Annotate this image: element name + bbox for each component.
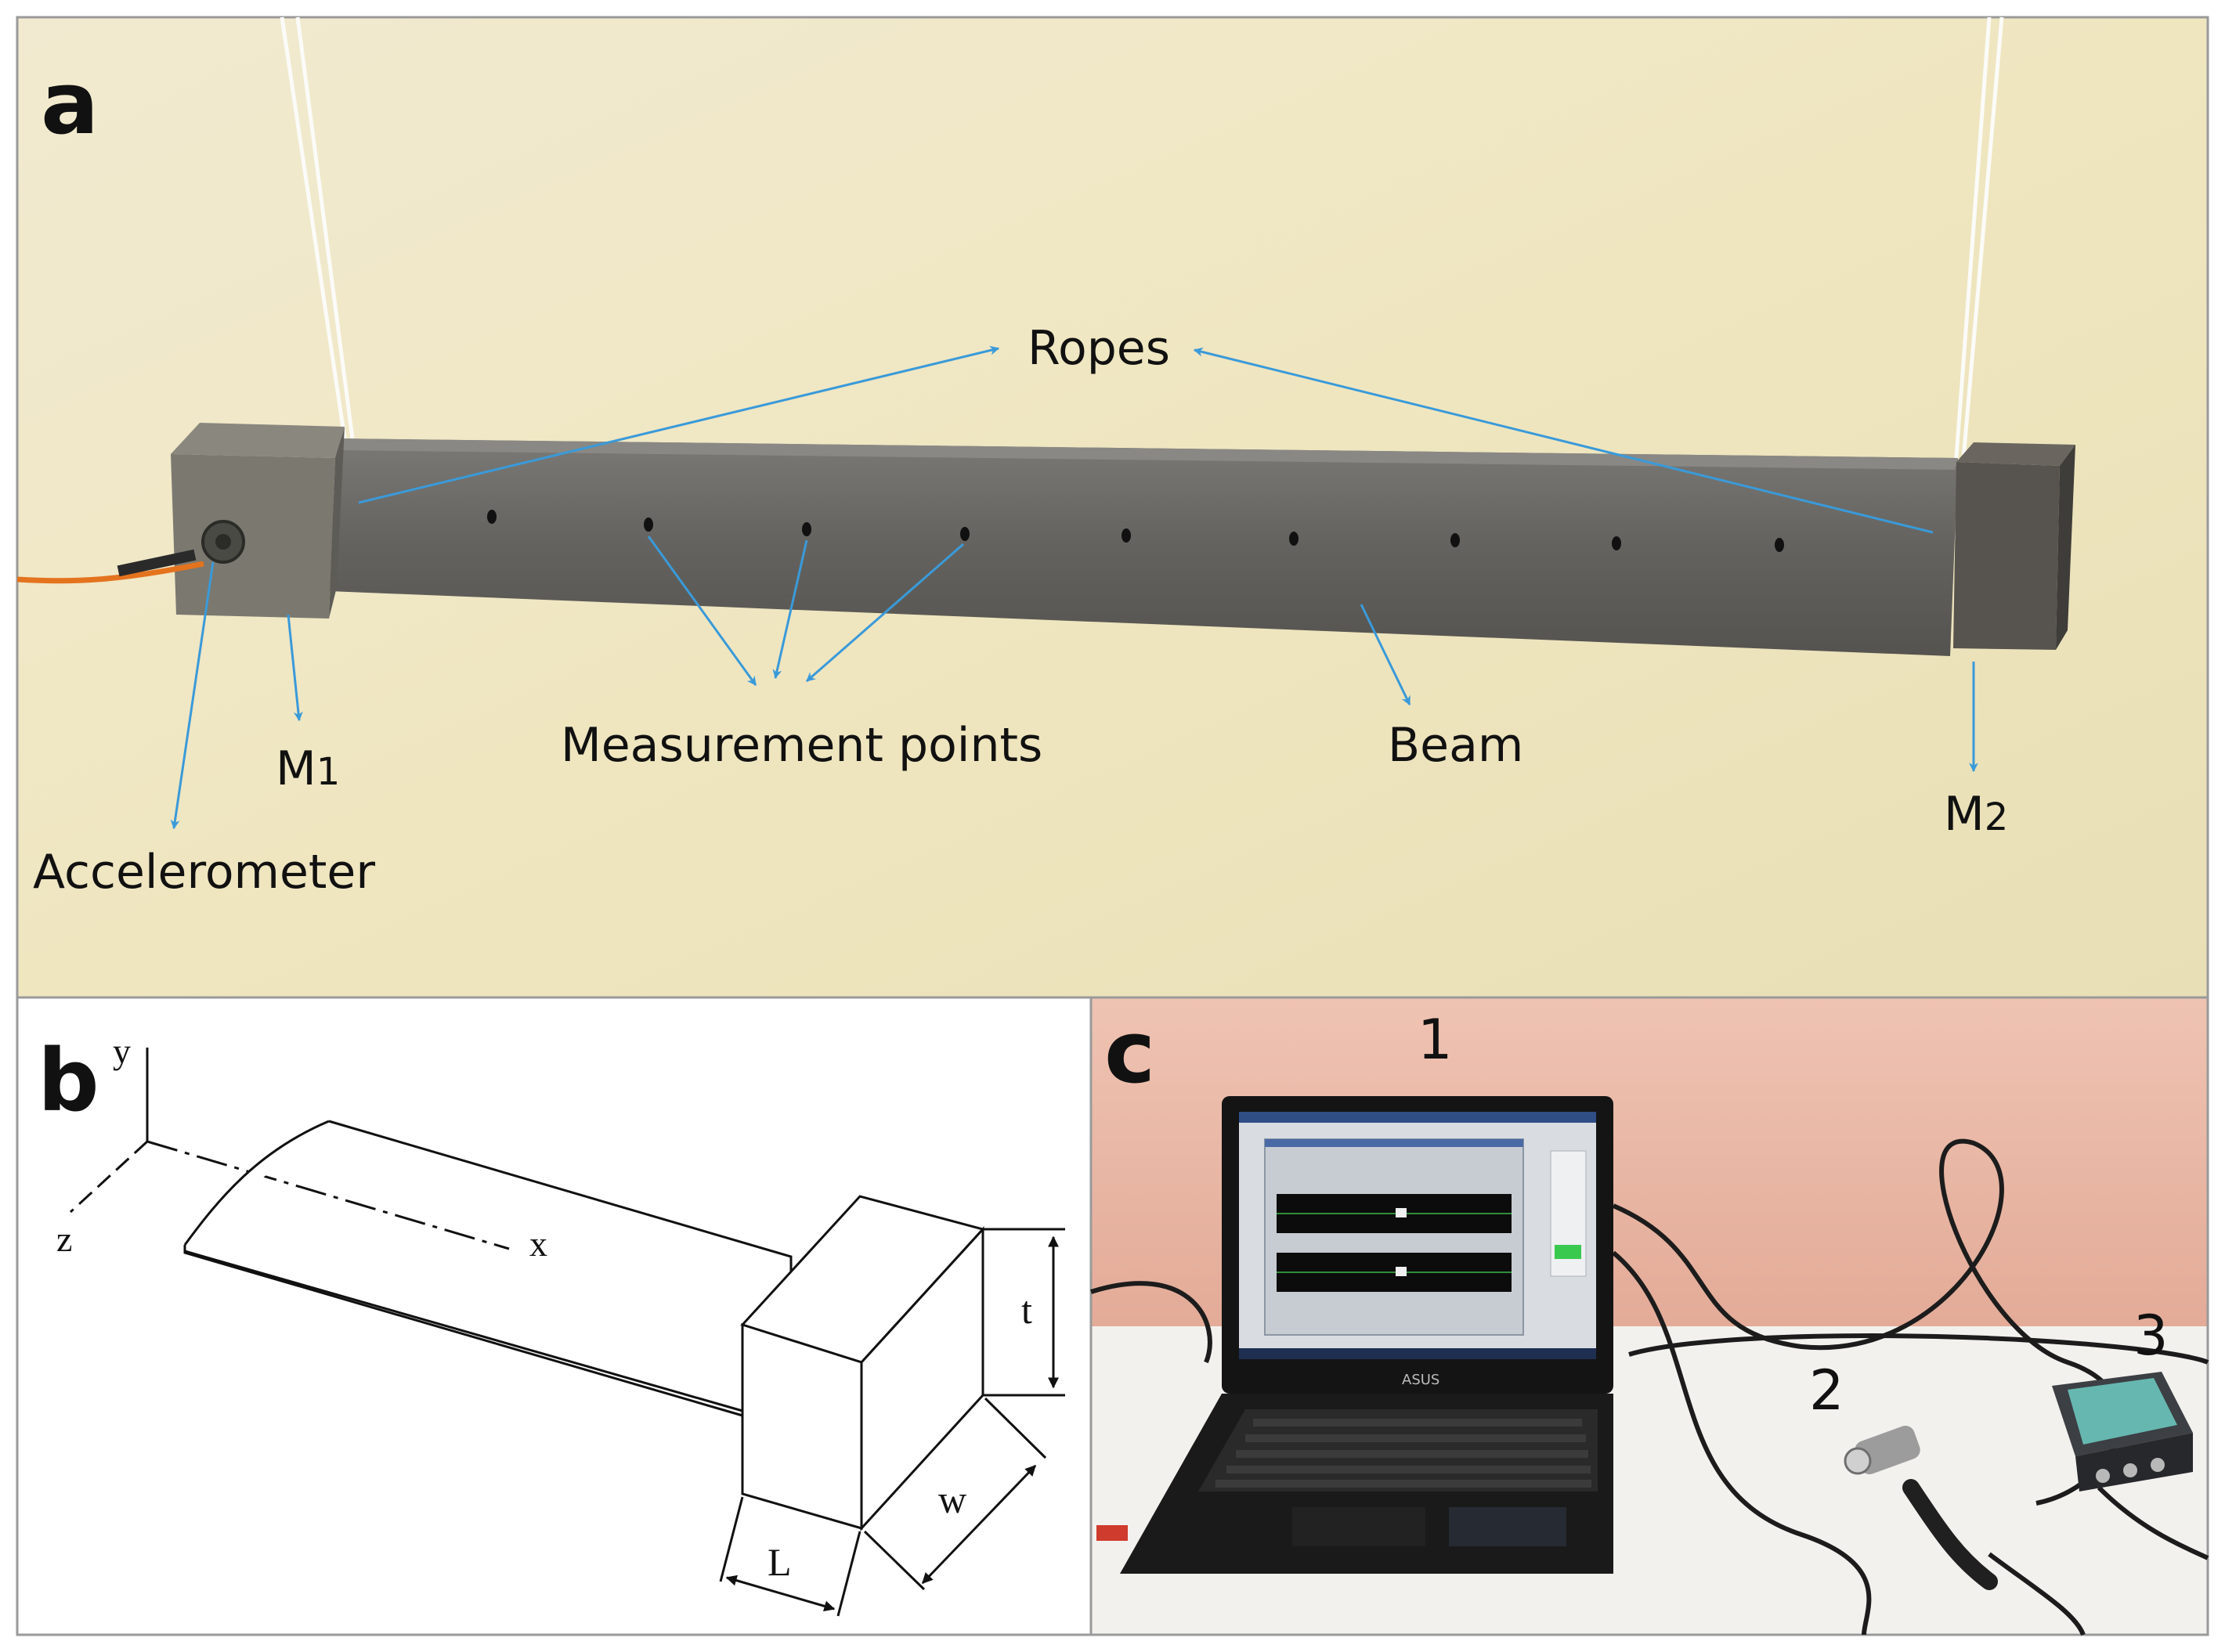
accelerometer: [16, 520, 245, 584]
mass-m2: [1953, 442, 2075, 650]
m1-subscript: 1: [316, 750, 341, 794]
beam-drawing: [183, 1120, 985, 1531]
m1-letter: M: [276, 741, 316, 796]
panel-a-letter: a: [41, 53, 99, 153]
panel-a: a Ropes Measurement points Beam M1 M2 Ac…: [16, 16, 2209, 999]
daq-device: [2052, 1372, 2193, 1491]
impact-hammer: [1844, 1426, 1998, 1590]
panel-b: b y z x t w L: [16, 996, 1093, 1636]
label-3-daq: 3: [2133, 1304, 2169, 1368]
annotation-arrows: [170, 345, 1978, 830]
laptop-brand: ASUS: [1402, 1372, 1439, 1388]
dimension-L-label: L: [768, 1540, 792, 1584]
laptop: ASUS: [1096, 1096, 1613, 1574]
mass-m1: [171, 423, 345, 619]
measurement-points-label: Measurement points: [561, 718, 1042, 773]
measurement-holes: [487, 510, 1784, 552]
panel-c-border: [1089, 996, 2209, 1636]
axis-x-label: x: [529, 1224, 547, 1264]
m2-letter: M: [1944, 787, 1985, 842]
dimension-lines: [719, 1228, 1065, 1617]
m2-label: M2: [1944, 787, 2008, 842]
panel-c-letter: c: [1104, 1002, 1155, 1102]
beam-label: Beam: [1388, 718, 1523, 773]
dimension-w-label: w: [938, 1477, 966, 1521]
ropes-label: Ropes: [1028, 321, 1170, 376]
m2-subscript: 2: [1985, 795, 2009, 839]
keyboard-keys: [1215, 1419, 1591, 1488]
label-2-hammer: 2: [1809, 1358, 1844, 1423]
beam: [329, 438, 1958, 656]
m1-label: M1: [276, 741, 340, 796]
label-1-laptop: 1: [1418, 1008, 1453, 1072]
coordinate-axes: [69, 1048, 510, 1250]
panel-b-letter: b: [38, 1030, 99, 1131]
ropes-strings: [280, 16, 2004, 541]
axis-z-label: z: [56, 1219, 72, 1259]
axis-y-label: y: [113, 1031, 131, 1071]
dimension-t-label: t: [1021, 1288, 1032, 1332]
panel-c: ASUS: [1089, 996, 2209, 1636]
accelerometer-label: Accelerometer: [33, 845, 375, 900]
